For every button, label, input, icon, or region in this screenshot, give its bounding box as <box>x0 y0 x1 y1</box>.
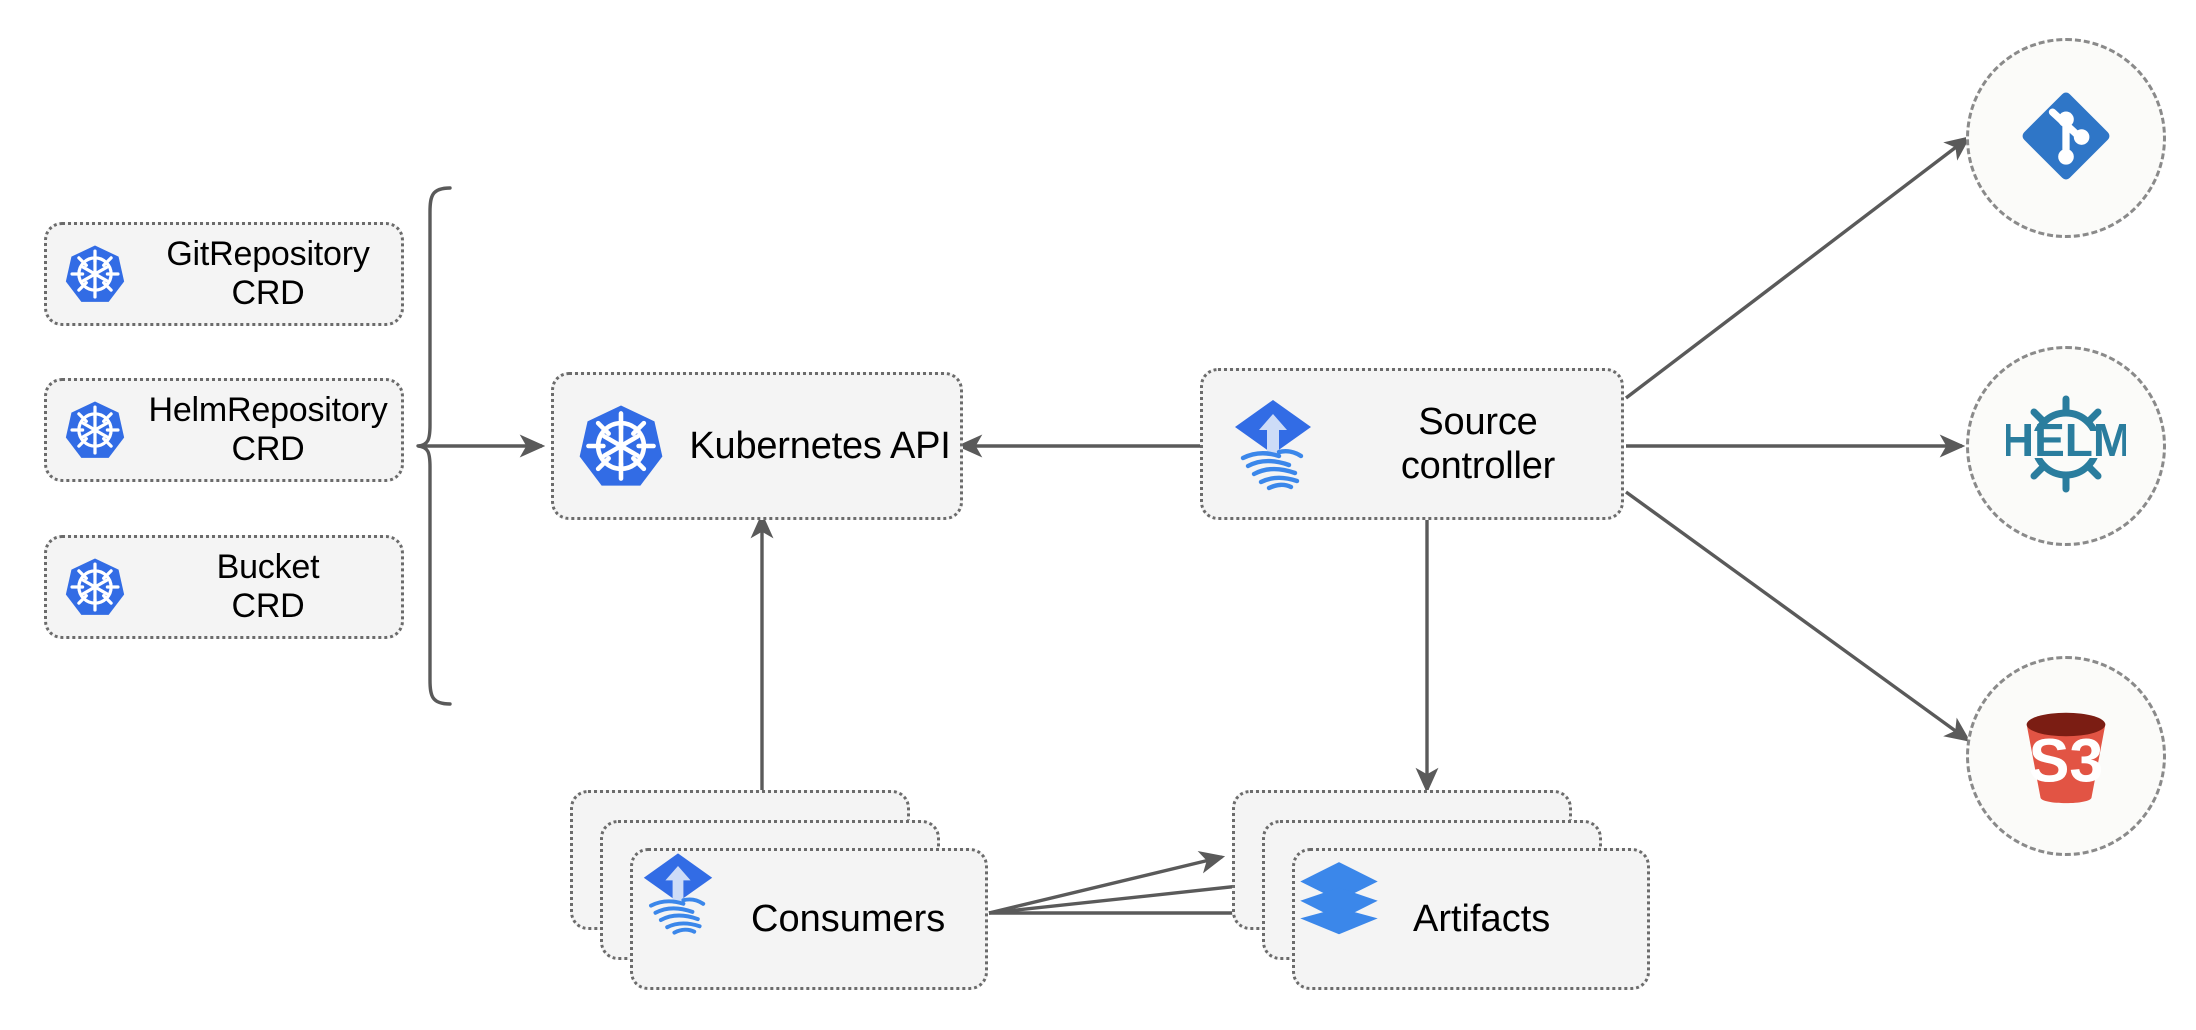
edge-source-controller-to-s3 <box>1625 490 1971 742</box>
s3-icon: S3 <box>2007 695 2125 818</box>
node-label: Consumers <box>751 897 946 940</box>
node-kubernetes-api[interactable]: Kubernetes API <box>551 372 963 520</box>
source-circle-git[interactable] <box>1966 38 2166 238</box>
flux-icon <box>633 848 751 990</box>
flux-icon <box>1203 368 1343 520</box>
s3-wordmark: S3 <box>2029 726 2104 794</box>
edge-source-controller-to-git <box>1624 136 1971 400</box>
source-circle-s3[interactable]: S3 <box>1966 656 2166 856</box>
helm-wordmark: HELM <box>2006 414 2126 466</box>
crd-card-gitrepository[interactable]: GitRepository CRD <box>44 222 404 326</box>
node-label: Source controller <box>1400 400 1556 487</box>
node-artifacts[interactable]: Artifacts <box>1292 848 1650 990</box>
crd-card-label: Bucket CRD <box>216 547 320 625</box>
git-icon <box>2014 84 2118 193</box>
edge-consumers-to-artifacts-2 <box>988 874 1262 915</box>
crd-group-bracket <box>416 186 452 706</box>
node-consumers-stack[interactable]: Consumers <box>570 790 988 990</box>
node-consumers[interactable]: Consumers <box>630 848 988 990</box>
crd-card-label: HelmRepository CRD <box>148 390 388 468</box>
edge-consumers-to-artifacts-1 <box>988 851 1226 915</box>
node-label: Artifacts <box>1413 897 1551 940</box>
node-artifacts-stack[interactable]: Artifacts <box>1232 790 1650 990</box>
kubernetes-icon <box>554 372 688 520</box>
source-circle-helm[interactable]: HELM <box>1966 346 2166 546</box>
kubernetes-icon <box>47 378 143 482</box>
crd-card-label: GitRepository CRD <box>166 234 370 312</box>
layers-icon <box>1295 848 1413 990</box>
crd-card-bucket[interactable]: Bucket CRD <box>44 535 404 639</box>
kubernetes-icon <box>47 535 143 639</box>
crd-card-helmrepository[interactable]: HelmRepository CRD <box>44 378 404 482</box>
kubernetes-icon <box>47 222 143 326</box>
node-label: Kubernetes API <box>689 424 951 467</box>
node-source-controller[interactable]: Source controller <box>1200 368 1624 520</box>
helm-icon: HELM <box>2001 384 2131 509</box>
